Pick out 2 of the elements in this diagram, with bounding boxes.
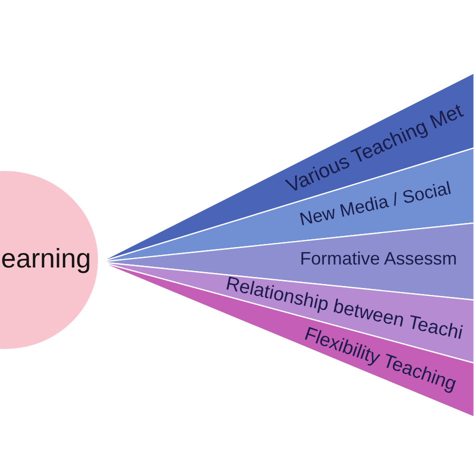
topic-label: earning bbox=[1, 243, 92, 275]
segment-label: Formative Assessm bbox=[300, 248, 458, 270]
